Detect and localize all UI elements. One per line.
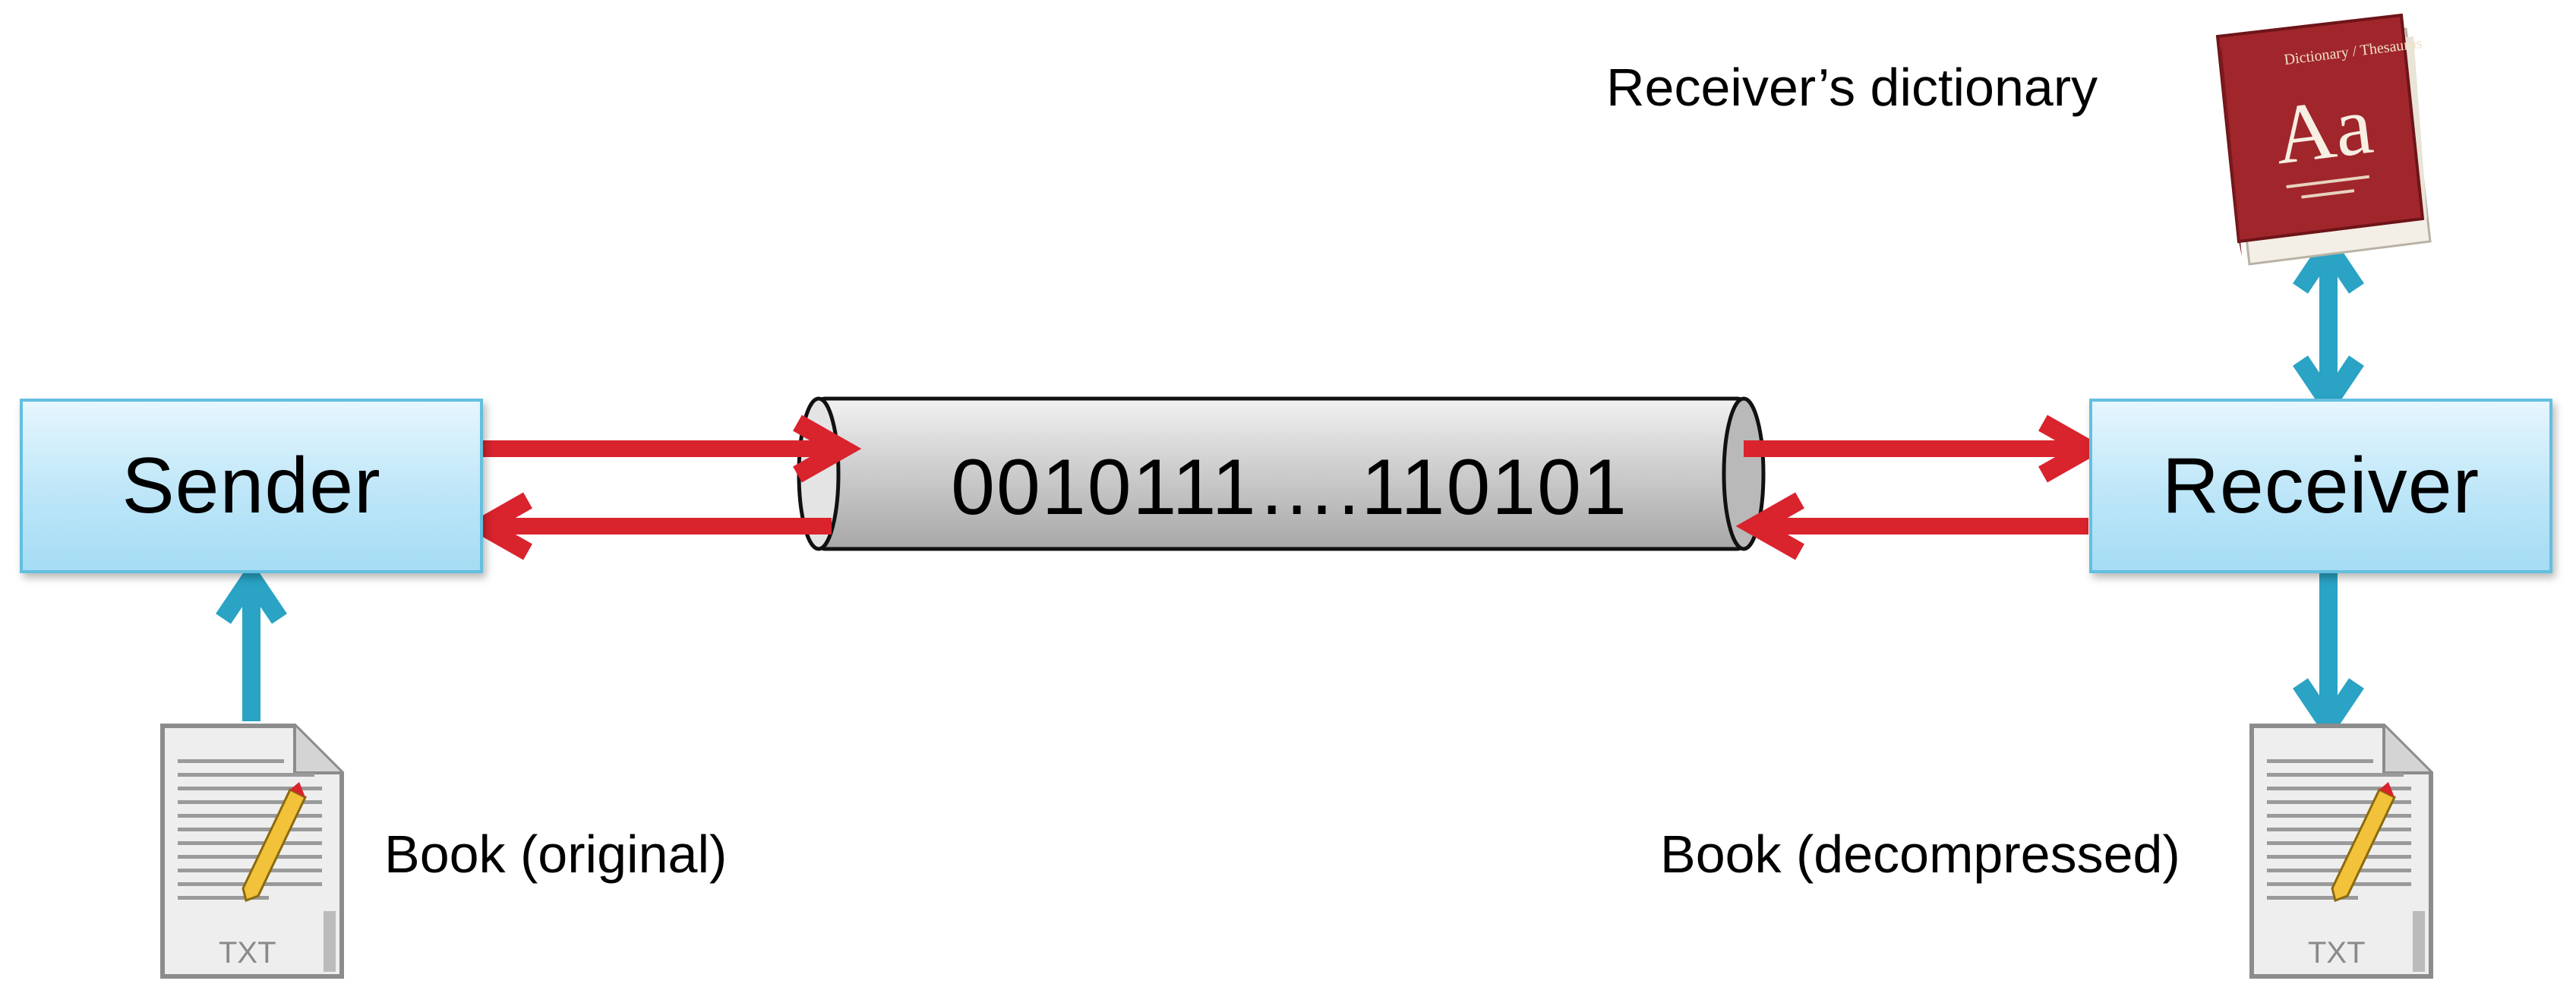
- receiver-to-channel-arrow: [1735, 492, 2088, 560]
- receiver-to-book-arrow: [2293, 573, 2364, 742]
- txt-caption: TXT: [219, 936, 276, 970]
- txt-caption: TXT: [2308, 936, 2366, 970]
- dictionary-cover-letters: Aa: [2269, 78, 2377, 182]
- txt-document-icon: TXT: [160, 724, 344, 979]
- book-original-label: Book (original): [384, 825, 728, 884]
- book-decompressed-label: Book (decompressed): [1660, 825, 2180, 884]
- channel-to-receiver-arrow: [1744, 415, 2107, 483]
- dictionary-label: Receiver’s dictionary: [1606, 58, 2098, 117]
- channel-to-sender-arrow: [463, 492, 832, 560]
- channel-pipe: [797, 396, 1766, 551]
- channel-bits: 0010111….110101: [951, 443, 1628, 531]
- receiver-label: Receiver: [2161, 441, 2480, 530]
- dictionary-icon: Dictionary / Thesaurus Aa: [2215, 14, 2432, 266]
- sender-to-channel-arrow: [478, 415, 862, 483]
- sender-box: Sender: [20, 399, 483, 573]
- txt-document-icon: TXT: [2249, 724, 2433, 979]
- book-to-sender-arrow: [216, 560, 287, 721]
- sender-label: Sender: [122, 441, 381, 530]
- receiver-box: Receiver: [2089, 399, 2552, 573]
